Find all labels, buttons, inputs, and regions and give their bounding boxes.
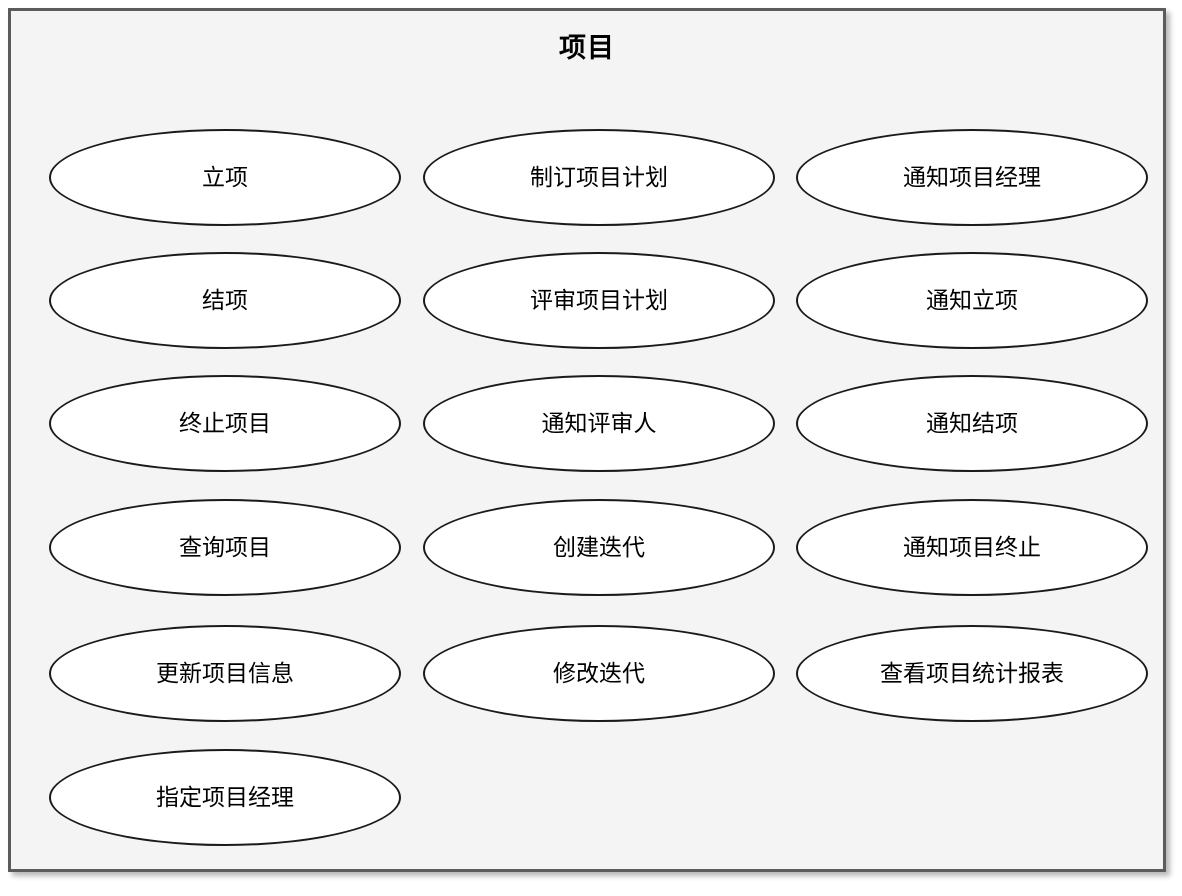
- use-case-label: 通知评审人: [541, 409, 657, 436]
- use-case-label: 创建迭代: [553, 533, 645, 560]
- use-case-label: 通知项目终止: [903, 533, 1041, 560]
- use-case-ellipse[interactable]: 查询项目: [49, 499, 401, 596]
- use-case-label: 通知结项: [926, 409, 1018, 436]
- use-case-ellipse[interactable]: 立项: [49, 129, 401, 226]
- use-case-ellipse[interactable]: 查看项目统计报表: [796, 625, 1148, 722]
- use-case-ellipse[interactable]: 制订项目计划: [423, 129, 775, 226]
- use-case-ellipse[interactable]: 指定项目经理: [49, 749, 401, 846]
- use-case-label: 制订项目计划: [530, 163, 668, 190]
- use-case-label: 通知项目经理: [903, 163, 1041, 190]
- use-case-label: 评审项目计划: [530, 286, 668, 313]
- use-case-ellipse[interactable]: 通知立项: [796, 252, 1148, 349]
- use-case-ellipse[interactable]: 修改迭代: [423, 625, 775, 722]
- use-case-ellipse[interactable]: 创建迭代: [423, 499, 775, 596]
- use-case-ellipse[interactable]: 通知项目经理: [796, 129, 1148, 226]
- use-case-label: 修改迭代: [553, 659, 645, 686]
- use-case-ellipse[interactable]: 更新项目信息: [49, 625, 401, 722]
- use-case-label: 指定项目经理: [156, 783, 294, 810]
- use-case-ellipse[interactable]: 通知项目终止: [796, 499, 1148, 596]
- use-case-label: 查询项目: [179, 533, 271, 560]
- system-title: 项目: [559, 33, 615, 63]
- use-case-label: 通知立项: [926, 286, 1018, 313]
- system-boundary-box: 项目 立项制订项目计划通知项目经理结项评审项目计划通知立项终止项目通知评审人通知…: [8, 8, 1166, 872]
- use-case-label: 更新项目信息: [156, 659, 294, 686]
- use-case-label: 结项: [202, 286, 248, 313]
- use-case-ellipse[interactable]: 结项: [49, 252, 401, 349]
- use-case-ellipse[interactable]: 终止项目: [49, 375, 401, 472]
- use-case-label: 查看项目统计报表: [880, 659, 1064, 686]
- use-case-ellipse[interactable]: 通知评审人: [423, 375, 775, 472]
- use-case-label: 终止项目: [179, 409, 271, 436]
- use-case-layer: 立项 制订项目计划 通知项目经理结项 评审项目计划 通知立项终止项目 通知评审人 通知结项查…: [11, 11, 1169, 875]
- use-case-ellipse[interactable]: 通知结项: [796, 375, 1148, 472]
- use-case-ellipse[interactable]: 评审项目计划: [423, 252, 775, 349]
- use-case-label: 立项: [202, 163, 248, 190]
